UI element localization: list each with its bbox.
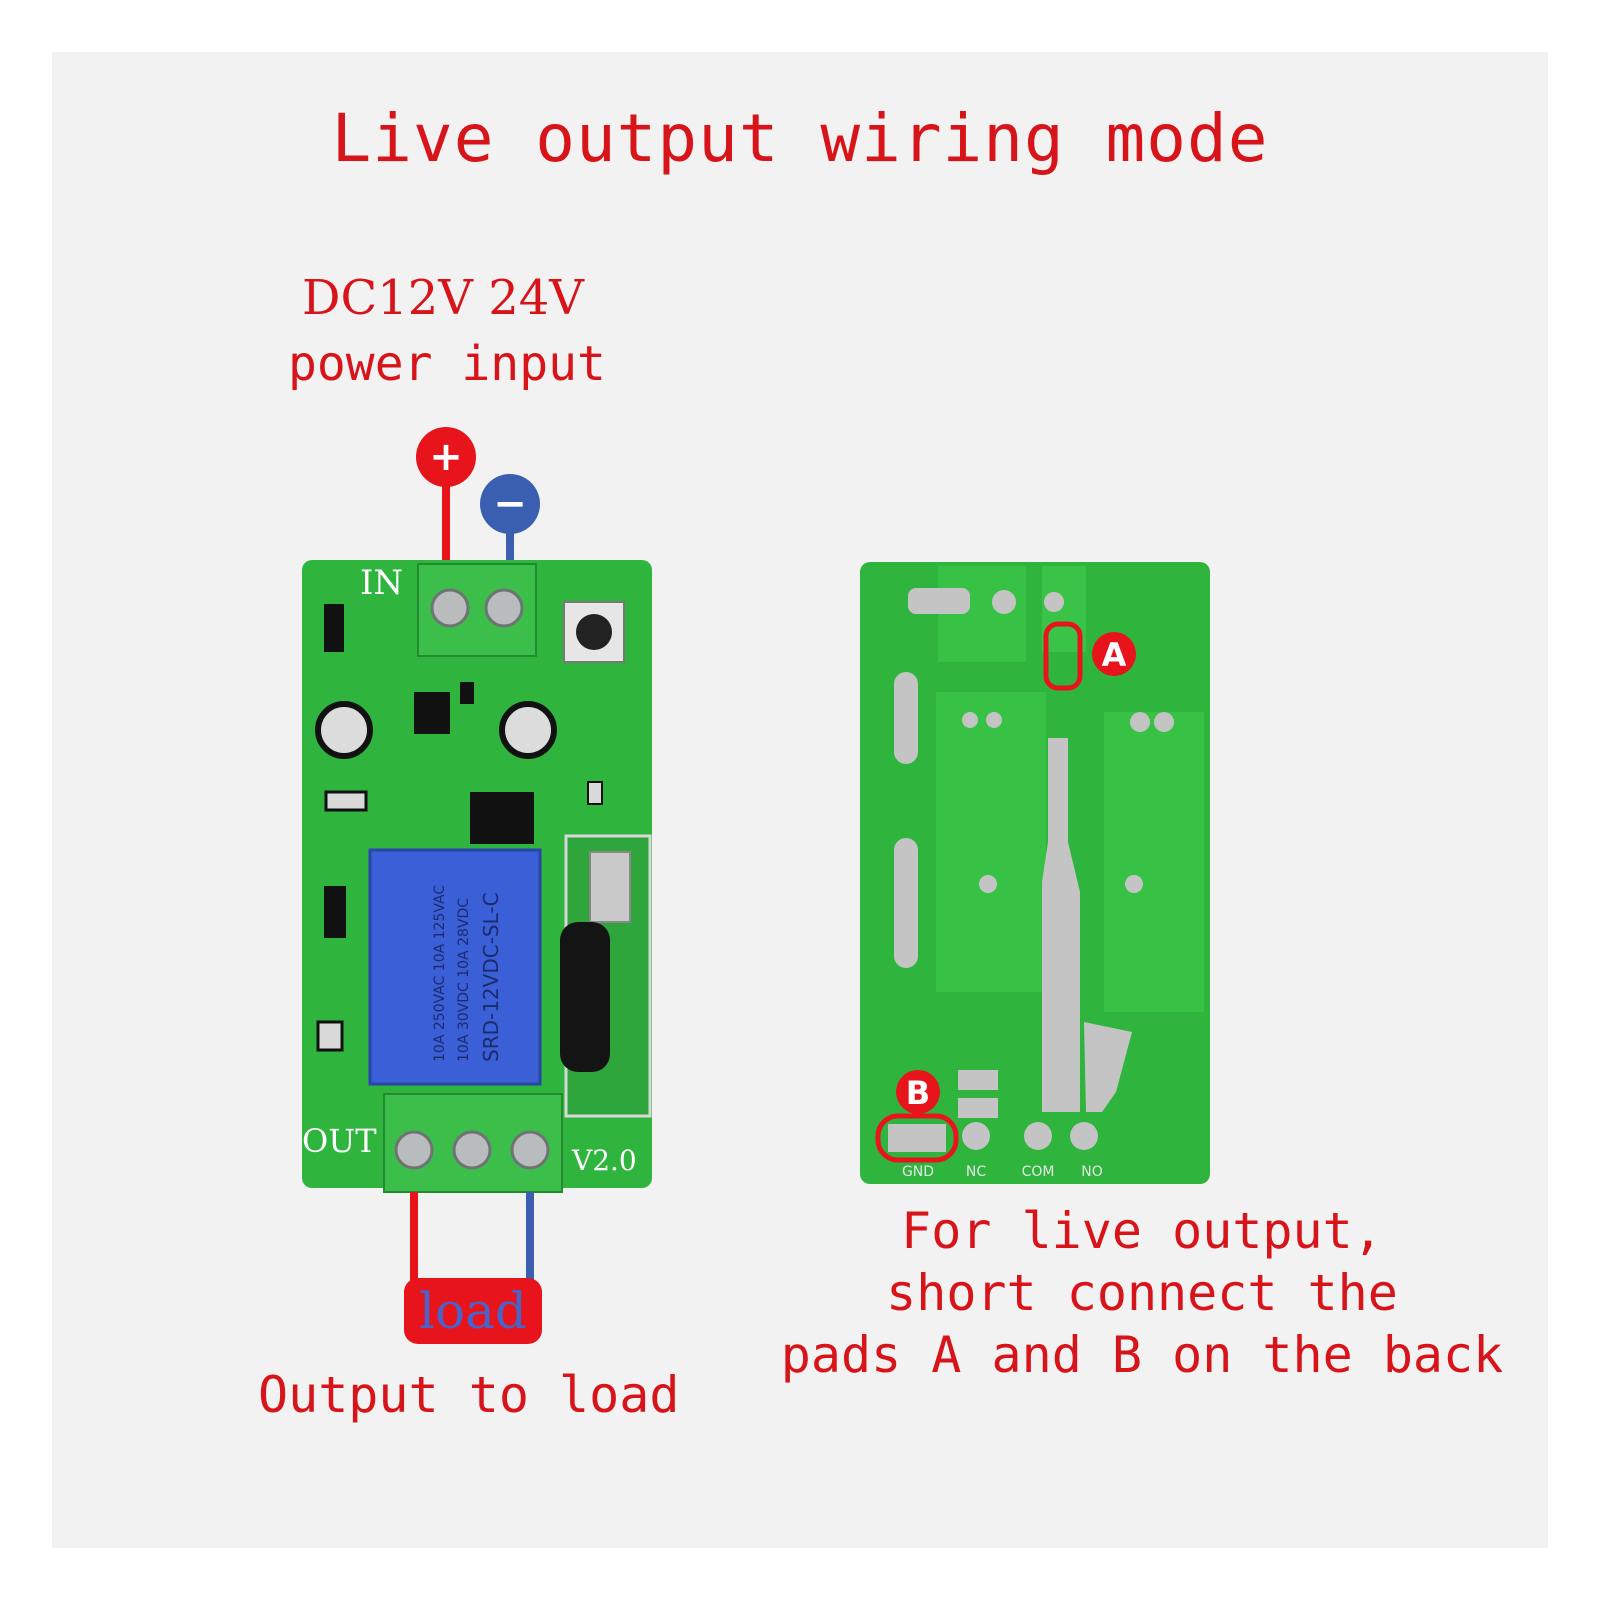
com-pad [1024, 1122, 1052, 1150]
out-label: OUT [302, 1122, 377, 1160]
pad-a-badge [1092, 632, 1136, 676]
pad-b-letter: B [906, 1074, 930, 1112]
gnd-pad [888, 1124, 946, 1152]
solder-pad [958, 1098, 998, 1118]
push-button-cap-icon [576, 614, 612, 650]
input-screw-icon [484, 588, 524, 628]
pcb-trace [936, 692, 1046, 992]
solder-pad [1125, 875, 1143, 893]
no-trace [1084, 1022, 1132, 1112]
minus-symbol: − [493, 481, 527, 527]
smd-part [460, 682, 474, 704]
relay-rating-line-1: 10A 250VAC 10A 125VAC [432, 885, 448, 1062]
pcb-trace [1104, 712, 1204, 1012]
solder-pad [958, 1070, 998, 1090]
relay-model: SRD-12VDC-SL-C [479, 892, 503, 1062]
solder-pad [908, 588, 970, 614]
ic-chip [470, 792, 534, 844]
input-screw-icon [430, 588, 470, 628]
wiring-diagram: + − IN [302, 427, 1210, 1288]
solder-slot [894, 672, 918, 764]
no-pad [1070, 1122, 1098, 1150]
in-label: IN [360, 563, 403, 603]
solder-pad [979, 875, 997, 893]
relay [368, 848, 542, 1086]
back-board: GND NC COM NO A B [860, 562, 1210, 1184]
pad-a-highlight [1043, 621, 1083, 691]
com-trace [1042, 738, 1080, 1112]
solder-pad [1130, 712, 1150, 732]
regulator-chip [414, 692, 450, 734]
relay-rating-line-2: 10A 30VDC 10A 28VDC [456, 898, 472, 1062]
note-line-1: For live output, [901, 1202, 1383, 1260]
smd-part [587, 781, 603, 805]
solder-pad [992, 590, 1016, 614]
diode [324, 886, 346, 938]
resistor [324, 790, 368, 812]
nc-pad [962, 1122, 990, 1150]
note-line-2: short connect the [886, 1264, 1398, 1322]
output-to-load-label: Output to load [258, 1366, 680, 1424]
plus-terminal-icon [416, 427, 476, 487]
output-screw-icon [452, 1130, 492, 1170]
smd-part [316, 1020, 344, 1052]
no-label: NO [1081, 1164, 1103, 1180]
gnd-label: GND [902, 1164, 934, 1180]
capacitor [315, 701, 373, 759]
version-label: V2.0 [571, 1144, 637, 1177]
solder-pad [1154, 712, 1174, 732]
minus-terminal-icon [480, 474, 540, 534]
pad-a-letter: A [1102, 636, 1127, 674]
output-screw-icon [510, 1130, 550, 1170]
pad-b-badge [896, 1070, 940, 1114]
solder-pad [986, 712, 1002, 728]
rf-shield [589, 851, 631, 923]
diagram-frame: Live output wiring mode DC12V 24V power … [52, 52, 1548, 1548]
pad-b-highlight [875, 1113, 959, 1163]
solder-pad [1044, 592, 1064, 612]
power-input-label: power input [288, 336, 606, 392]
page-title: Live output wiring mode [331, 100, 1269, 177]
solder-pad [962, 712, 978, 728]
diode [324, 604, 344, 652]
antenna-coil [560, 922, 610, 1072]
com-label: COM [1022, 1164, 1055, 1180]
note-line-3: pads A and B on the back [780, 1326, 1504, 1384]
power-voltage-label: DC12V 24V [302, 270, 584, 326]
nc-label: NC [966, 1164, 986, 1180]
load-label: load [419, 1282, 527, 1340]
load-box: load [404, 1278, 542, 1344]
solder-slot [894, 838, 918, 968]
front-board: IN 10A 250VAC 10A 125VAC 10A 30VD [302, 560, 652, 1193]
output-screw-icon [394, 1130, 434, 1170]
capacitor [499, 701, 557, 759]
plus-symbol: + [429, 434, 463, 480]
